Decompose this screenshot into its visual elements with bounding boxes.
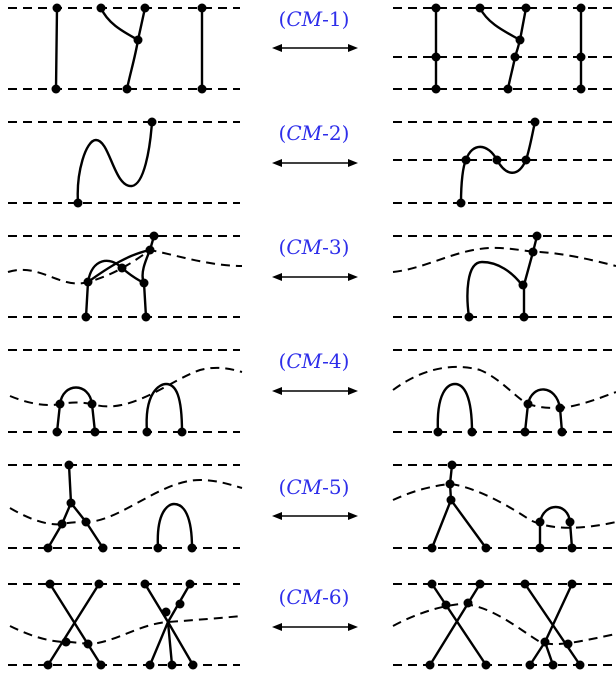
move-6-right xyxy=(392,579,616,670)
move-2-connector: (CM-2) xyxy=(271,121,359,168)
move-5-left xyxy=(8,460,243,553)
move-label-2: (CM-2) xyxy=(279,121,350,145)
move-3-connector: (CM-3) xyxy=(271,235,359,282)
move-5-connector: (CM-5) xyxy=(271,475,359,521)
move-3-left xyxy=(7,231,243,322)
move-2-left xyxy=(8,117,240,208)
move-label-5: (CM-5) xyxy=(279,475,350,499)
move-4-right xyxy=(392,349,616,437)
move-5-right xyxy=(392,460,616,553)
double-arrow-3 xyxy=(271,272,359,282)
move-label-3: (CM-3) xyxy=(279,235,350,259)
move-1-connector: (CM-1) xyxy=(271,7,359,53)
double-arrow-2 xyxy=(271,158,359,168)
double-arrow-1 xyxy=(271,43,359,53)
move-1-right xyxy=(393,3,616,94)
move-6-connector: (CM-6) xyxy=(271,585,359,632)
double-arrow-6 xyxy=(271,622,359,632)
move-4-left xyxy=(8,349,243,437)
move-label-4: (CM-4) xyxy=(279,349,350,373)
double-arrow-5 xyxy=(271,511,359,521)
move-3-right xyxy=(392,231,616,322)
move-4-connector: (CM-4) xyxy=(271,349,359,396)
move-2-right xyxy=(393,117,616,208)
double-arrow-4 xyxy=(271,386,359,396)
move-6-left xyxy=(8,579,243,670)
move-label-6: (CM-6) xyxy=(279,585,350,609)
move-label-1: (CM-1) xyxy=(279,7,350,31)
move-1-left xyxy=(8,3,240,94)
